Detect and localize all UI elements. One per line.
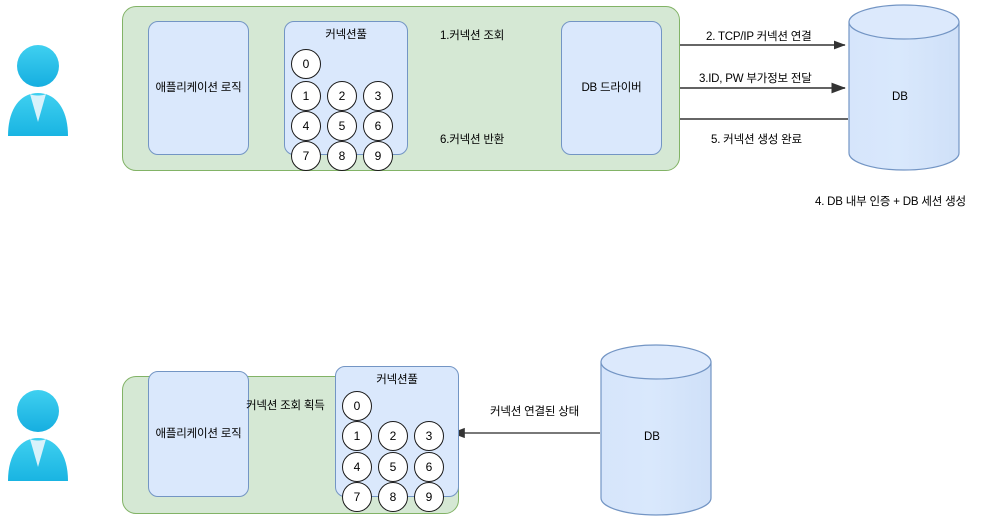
top-actor-icon xyxy=(8,45,68,136)
pool-slot-9[interactable]: 9 xyxy=(414,482,444,512)
edge-label-connection-lookup: 1.커넥션 조회 xyxy=(440,30,505,42)
pool-slot-label: 5 xyxy=(389,460,397,474)
bottom-actor-icon xyxy=(8,390,68,481)
top-application-logic-box[interactable]: 애플리케이션 로직 xyxy=(148,21,249,155)
pool-slot-label: 6 xyxy=(425,460,433,474)
pool-slot-label: 2 xyxy=(338,89,346,103)
top-connection-pool-box[interactable]: 커넥션풀 0 1 2 3 4 5 6 7 8 9 xyxy=(284,21,408,171)
pool-slot-0[interactable]: 0 xyxy=(342,391,372,421)
pool-slot-label: 3 xyxy=(425,429,433,443)
pool-slot-8[interactable]: 8 xyxy=(327,141,357,171)
pool-slot-label: 2 xyxy=(389,429,397,443)
pool-slot-2[interactable]: 2 xyxy=(327,81,357,111)
pool-slot-label: 1 xyxy=(353,429,361,443)
pool-slot-label: 9 xyxy=(374,149,382,163)
pool-slot-label: 8 xyxy=(338,149,346,163)
edge-label-credentials: 3.ID, PW 부가정보 전달 xyxy=(699,73,812,85)
edge-label-connected-state: 커넥션 연결된 상태 xyxy=(490,406,580,418)
pool-slot-8[interactable]: 8 xyxy=(378,482,408,512)
top-database-cylinder xyxy=(848,4,960,171)
db-driver-label: DB 드라이버 xyxy=(581,81,642,94)
pool-slot-label: 0 xyxy=(302,57,310,71)
edge-label-connection-created: 5. 커넥션 생성 완료 xyxy=(711,134,802,146)
top-application-logic-label: 애플리케이션 로직 xyxy=(155,81,242,94)
edge-label-connection-return: 6.커넥션 반환 xyxy=(440,134,505,146)
db-auth-session-caption: 4. DB 내부 인증 + DB 세션 생성 xyxy=(815,196,966,208)
pool-slot-label: 7 xyxy=(353,490,361,504)
bottom-connection-pool-title: 커넥션풀 xyxy=(376,374,418,386)
pool-slot-label: 7 xyxy=(302,149,310,163)
edge-label-acquire-connection: 커넥션 조회 획득 xyxy=(246,400,325,412)
pool-slot-3[interactable]: 3 xyxy=(414,421,444,451)
bottom-database-label: DB xyxy=(644,431,660,443)
pool-slot-9[interactable]: 9 xyxy=(363,141,393,171)
edge-label-tcpip-connect: 2. TCP/IP 커넥션 연결 xyxy=(706,31,812,43)
pool-slot-7[interactable]: 7 xyxy=(291,141,321,171)
bottom-database-cylinder xyxy=(600,344,712,516)
top-database-label: DB xyxy=(892,91,908,103)
pool-slot-4[interactable]: 4 xyxy=(291,111,321,141)
bottom-application-logic-label: 애플리케이션 로직 xyxy=(155,427,242,440)
pool-slot-5[interactable]: 5 xyxy=(327,111,357,141)
pool-slot-0[interactable]: 0 xyxy=(291,49,321,79)
pool-slot-6[interactable]: 6 xyxy=(414,452,444,482)
pool-slot-label: 0 xyxy=(353,399,361,413)
pool-slot-1[interactable]: 1 xyxy=(342,421,372,451)
pool-slot-label: 8 xyxy=(389,490,397,504)
bottom-application-logic-box[interactable]: 애플리케이션 로직 xyxy=(148,371,249,497)
pool-slot-1[interactable]: 1 xyxy=(291,81,321,111)
bottom-connection-pool-box[interactable]: 커넥션풀 0 1 2 3 4 5 6 7 8 9 xyxy=(335,366,459,512)
pool-slot-2[interactable]: 2 xyxy=(378,421,408,451)
db-driver-box[interactable]: DB 드라이버 xyxy=(561,21,662,155)
pool-slot-4[interactable]: 4 xyxy=(342,452,372,482)
pool-slot-7[interactable]: 7 xyxy=(342,482,372,512)
pool-slot-6[interactable]: 6 xyxy=(363,111,393,141)
pool-slot-label: 5 xyxy=(338,119,346,133)
pool-slot-label: 1 xyxy=(302,89,310,103)
pool-slot-label: 4 xyxy=(302,119,310,133)
pool-slot-5[interactable]: 5 xyxy=(378,452,408,482)
pool-slot-label: 3 xyxy=(374,89,382,103)
pool-slot-label: 4 xyxy=(353,460,361,474)
pool-slot-3[interactable]: 3 xyxy=(363,81,393,111)
top-connection-pool-title: 커넥션풀 xyxy=(325,29,367,41)
pool-slot-label: 6 xyxy=(374,119,382,133)
pool-slot-label: 9 xyxy=(425,490,433,504)
